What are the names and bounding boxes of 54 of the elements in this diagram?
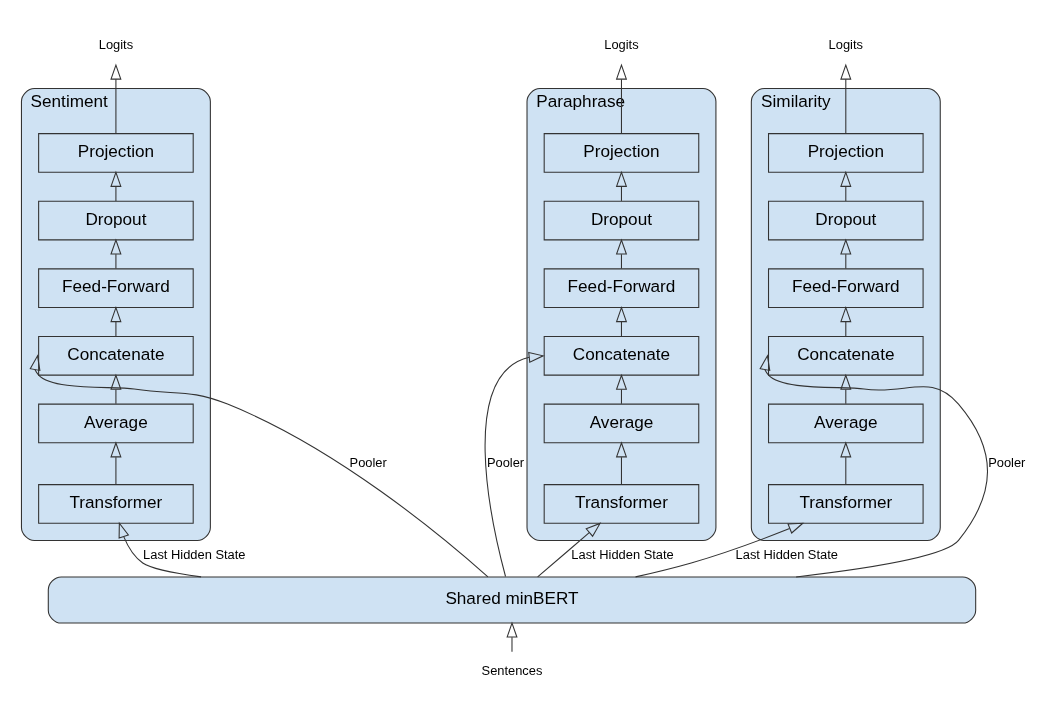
arrow <box>506 621 518 653</box>
node-box: Concatenate <box>543 335 700 376</box>
arrow <box>110 306 122 337</box>
arrow <box>840 441 852 485</box>
edge-label: Pooler <box>988 455 1026 471</box>
arrow <box>110 63 122 135</box>
edge-label: Pooler <box>349 455 387 471</box>
arrow <box>484 351 545 578</box>
node-box: Feed-Forward <box>38 268 194 309</box>
node-box: Projection <box>768 133 924 173</box>
node-box: Transformer <box>768 484 924 524</box>
arrow <box>615 63 628 135</box>
node-box: Dropout <box>543 200 700 241</box>
arrow <box>615 170 628 202</box>
arrow <box>110 170 122 202</box>
arrow <box>615 238 628 270</box>
node-box: Feed-Forward <box>768 268 924 309</box>
edge-label: Last Hidden State <box>143 547 246 563</box>
arrow <box>840 238 852 270</box>
arrow <box>840 373 852 405</box>
edge-label: Last Hidden State <box>735 547 838 563</box>
arrow <box>615 373 628 405</box>
arrow <box>635 522 805 578</box>
arrow <box>110 441 122 485</box>
node-box: Transformer <box>543 484 700 524</box>
arrow <box>840 306 852 337</box>
node-box: Shared minBERT <box>47 576 977 624</box>
arrow <box>615 306 628 337</box>
arrow <box>537 522 602 578</box>
node-box: Concatenate <box>768 335 924 376</box>
arrow <box>840 63 852 135</box>
node-box: Dropout <box>38 200 194 241</box>
node-box: Average <box>543 403 700 444</box>
node-text: Logits <box>604 36 639 52</box>
arrow <box>615 441 628 485</box>
arrow <box>110 373 122 405</box>
node-box: Average <box>38 403 194 444</box>
arrow <box>118 521 202 578</box>
arrow <box>110 238 122 270</box>
node-text: Sentences <box>481 662 543 678</box>
arrow <box>29 354 489 578</box>
node-box: Projection <box>543 133 700 173</box>
node-box: Transformer <box>38 484 194 524</box>
node-text: Logits <box>828 36 863 52</box>
node-box: Average <box>768 403 924 444</box>
edge-label: Last Hidden State <box>571 547 674 563</box>
node-box: Dropout <box>768 200 924 241</box>
arrow <box>759 354 989 578</box>
node-box: Projection <box>38 133 194 173</box>
node-box: Feed-Forward <box>543 268 700 309</box>
arrow <box>840 170 852 202</box>
node-box: Concatenate <box>38 335 194 376</box>
edge-label: Pooler <box>486 455 525 471</box>
node-text: Logits <box>98 36 134 52</box>
